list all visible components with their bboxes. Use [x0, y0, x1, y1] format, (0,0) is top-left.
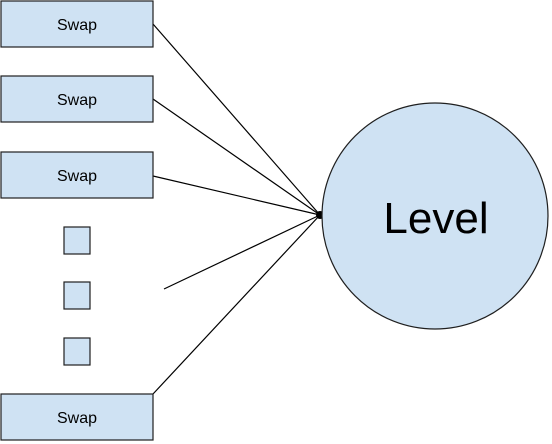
- swap-node-label: Swap: [57, 17, 97, 34]
- ellipsis-square: [63, 281, 91, 310]
- swap-node-label: Swap: [57, 410, 97, 427]
- ellipsis-square: [63, 337, 91, 366]
- edge-ellipsis-to-level: [163, 214, 321, 290]
- swap-node-2: Swap: [0, 75, 154, 123]
- edge-swap-2-to-level: [152, 98, 321, 216]
- ellipsis-square: [63, 226, 91, 255]
- edge-swap-4-to-level: [152, 214, 321, 395]
- swap-node-box: [0, 151, 154, 199]
- swap-node-box: [0, 393, 154, 441]
- swap-node-1: Swap: [0, 0, 154, 48]
- level-node-label: Level: [383, 194, 488, 243]
- edge-swap-1-to-level: [152, 23, 321, 216]
- swap-node-box: [0, 75, 154, 123]
- ellipsis-squares: [63, 226, 91, 366]
- swap-node-label: Swap: [57, 92, 97, 109]
- level-node: Level: [321, 102, 549, 330]
- swap-node-3: Swap: [0, 151, 154, 199]
- edges: [152, 23, 321, 395]
- swap-node-box: [0, 0, 154, 48]
- swap-node-label: Swap: [57, 168, 97, 185]
- swap-node-4: Swap: [0, 393, 154, 441]
- edge-swap-3-to-level: [152, 175, 321, 216]
- level-node-circle: [321, 102, 549, 330]
